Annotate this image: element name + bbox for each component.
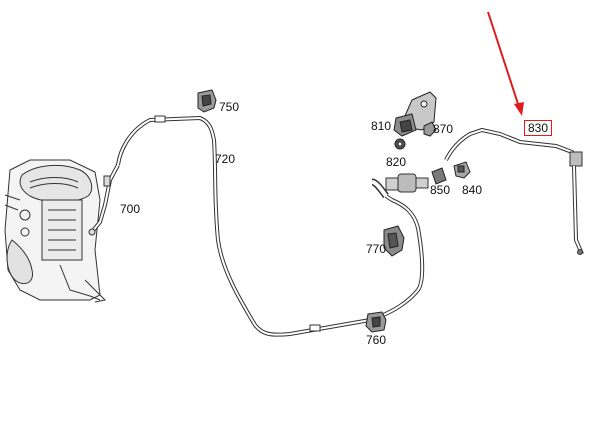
part-label-700: 700 (120, 202, 141, 216)
part-label-750: 750 (219, 100, 240, 114)
part-label-830: 830 (524, 120, 553, 136)
clip-750 (197, 89, 217, 113)
line-720 (116, 115, 425, 337)
part-label-820: 820 (386, 155, 407, 169)
part-label-840: 840 (462, 183, 483, 197)
clip-770 (383, 225, 405, 257)
connector-hose (371, 173, 429, 199)
clip-840 (453, 161, 471, 179)
clip-870 (423, 121, 437, 137)
engine-assembly (4, 159, 107, 303)
line-830 (444, 127, 584, 255)
nut-820 (394, 138, 406, 150)
part-label-810: 810 (371, 119, 392, 133)
part-label-770: 770 (366, 242, 387, 256)
clip-850 (431, 167, 447, 185)
bracket-810 (393, 91, 437, 137)
part-label-850: 850 (430, 183, 451, 197)
clip-760 (365, 311, 387, 333)
line-700 (88, 164, 120, 236)
part-label-870: 870 (433, 122, 454, 136)
part-label-760: 760 (366, 333, 387, 347)
highlight-arrow (487, 11, 524, 116)
part-label-720: 720 (215, 152, 236, 166)
